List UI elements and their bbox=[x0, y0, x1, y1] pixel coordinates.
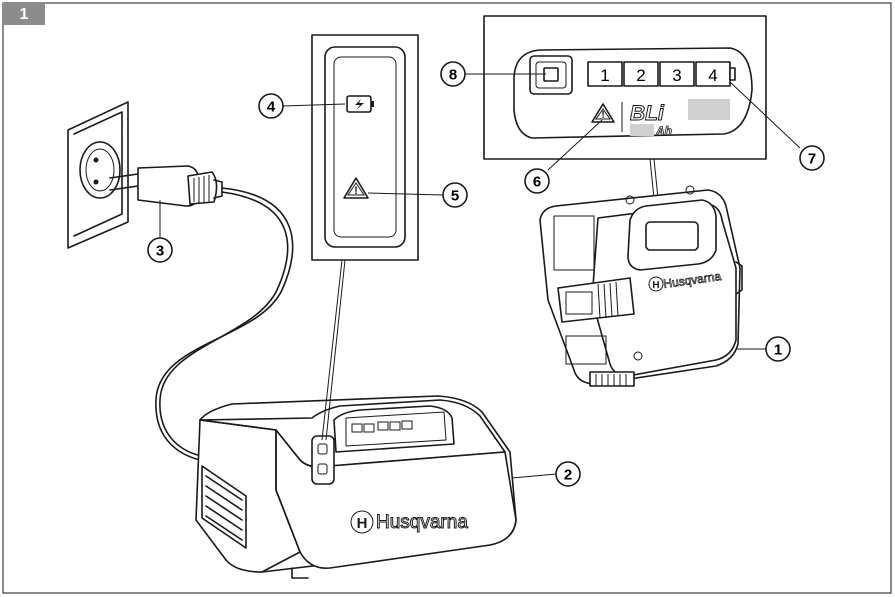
battery-contacts bbox=[589, 371, 635, 387]
svg-text:H: H bbox=[652, 280, 659, 291]
charger-logo-text: Husqvarna bbox=[376, 512, 468, 533]
svg-text:2: 2 bbox=[564, 467, 572, 484]
battery-level-3: 3 bbox=[672, 66, 681, 85]
charger-slot-contacts bbox=[351, 420, 413, 433]
power-cable-inner bbox=[159, 191, 289, 457]
battery-detail-box: 1 2 3 4 ! BLi Ah bbox=[483, 15, 767, 239]
callout-leaders bbox=[159, 73, 801, 479]
warning-triangle-icon: ! bbox=[343, 177, 369, 199]
svg-text:!: ! bbox=[601, 110, 604, 121]
svg-text:4: 4 bbox=[267, 99, 276, 116]
callout-3: 3 bbox=[147, 237, 173, 263]
charger-led-panel bbox=[311, 435, 335, 485]
battery-capacity-unit: Ah bbox=[655, 124, 672, 138]
battery-model-number-blank bbox=[688, 99, 730, 120]
callout-6: 6 bbox=[524, 168, 550, 194]
battery-button bbox=[529, 55, 573, 95]
charger-detail-box: ! bbox=[311, 34, 419, 441]
battery-model-label: BLi bbox=[630, 102, 665, 125]
callout-8: 8 bbox=[440, 61, 466, 87]
callout-4: 4 bbox=[258, 93, 284, 119]
figure-number: 1 bbox=[20, 6, 29, 23]
charger-body: H Husqvarna bbox=[195, 395, 517, 579]
svg-text:5: 5 bbox=[451, 188, 459, 205]
charger-vent-grille bbox=[201, 465, 247, 549]
callout-5: 5 bbox=[442, 182, 468, 208]
battery-level-4: 4 bbox=[708, 66, 717, 85]
power-plug bbox=[109, 165, 223, 207]
figure-number-badge: 1 bbox=[3, 3, 45, 25]
battery-pack: H Husqvarna bbox=[539, 185, 743, 387]
battery-level-1: 1 bbox=[600, 66, 609, 85]
svg-text:3: 3 bbox=[156, 243, 164, 260]
battery-warning-icon: ! bbox=[591, 103, 615, 123]
svg-text:1: 1 bbox=[774, 342, 782, 359]
battery-latch bbox=[557, 277, 635, 323]
battery-charging-icon bbox=[346, 95, 374, 113]
svg-text:H: H bbox=[357, 515, 368, 532]
svg-text:8: 8 bbox=[449, 67, 457, 84]
wall-socket bbox=[67, 101, 129, 249]
battery-level-indicators: 1 2 3 4 bbox=[587, 61, 736, 87]
charger-logo: H Husqvarna bbox=[350, 510, 469, 534]
battery-level-2: 2 bbox=[636, 66, 645, 85]
callout-7: 7 bbox=[799, 145, 825, 171]
callout-1: 1 bbox=[765, 336, 791, 362]
callout-2: 2 bbox=[555, 461, 581, 487]
svg-text:6: 6 bbox=[533, 174, 541, 191]
power-cable bbox=[155, 187, 294, 461]
svg-text:!: ! bbox=[354, 185, 358, 197]
battery-capacity-blank bbox=[630, 124, 654, 136]
svg-text:7: 7 bbox=[808, 151, 816, 168]
